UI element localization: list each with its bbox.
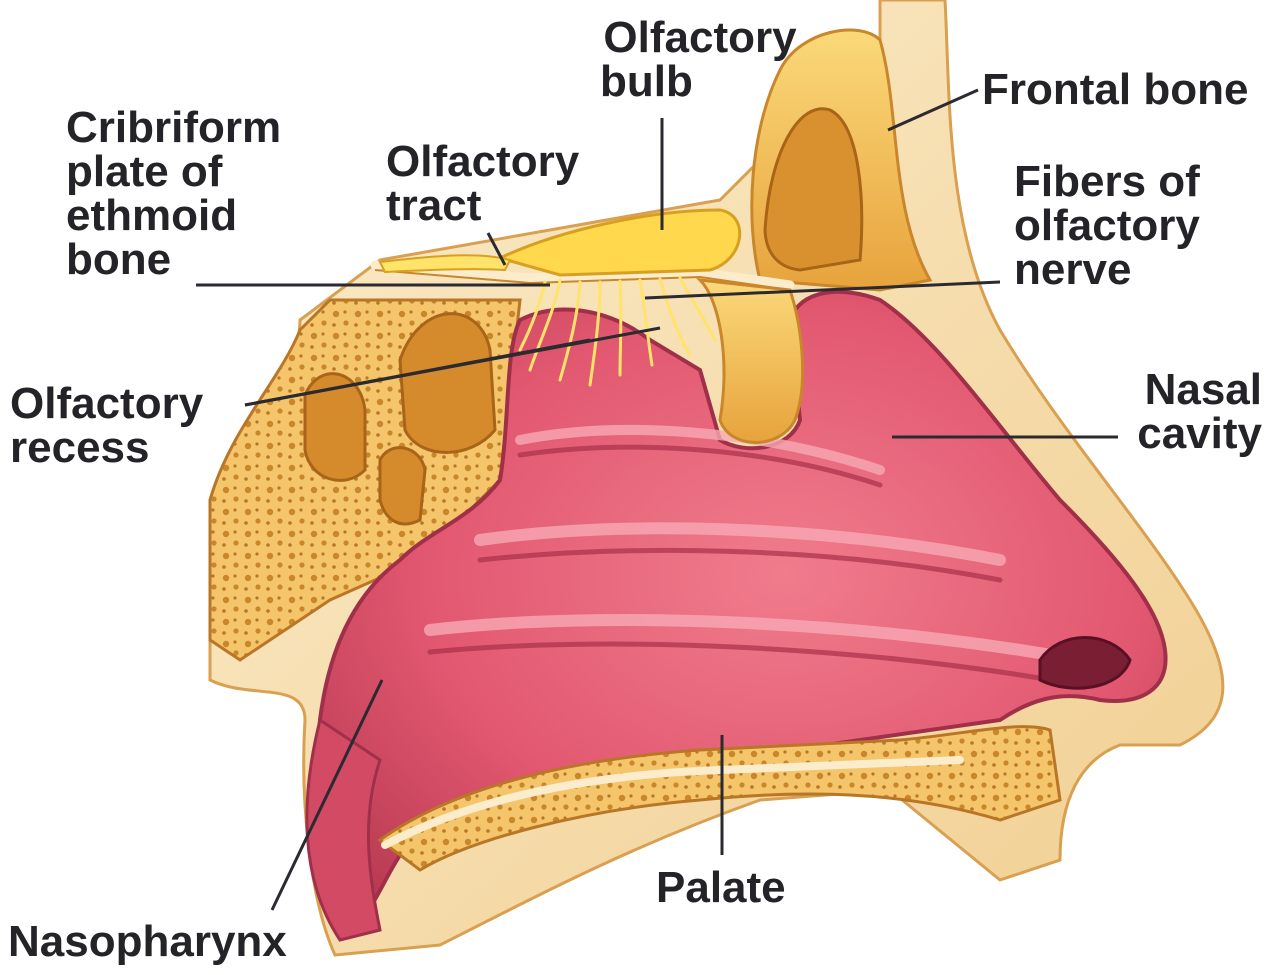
- label-olfactory-bulb-line-2: bulb: [592, 60, 808, 104]
- label-olfactory-recess: Olfactory recess: [10, 382, 203, 470]
- label-nasal-cavity-line-2: cavity: [1100, 412, 1262, 456]
- label-olfactory-recess-line-2: recess: [10, 426, 203, 470]
- label-fibers-olfactory-nerve: Fibers of olfactory nerve: [1014, 160, 1200, 292]
- label-fibers-line-1: Fibers of: [1014, 160, 1200, 204]
- label-frontal-bone-line-1: Frontal bone: [982, 68, 1248, 112]
- label-nasopharynx-line-1: Nasopharynx: [8, 920, 287, 964]
- label-frontal-bone: Frontal bone: [982, 68, 1248, 112]
- label-cribriform-line-4: bone: [66, 238, 281, 282]
- label-fibers-line-2: olfactory: [1014, 204, 1200, 248]
- ethmoid-air-cell-2: [400, 314, 495, 453]
- label-olfactory-tract-line-1: Olfactory: [386, 140, 579, 184]
- label-nasopharynx: Nasopharynx: [8, 920, 287, 964]
- label-palate: Palate: [656, 866, 786, 910]
- label-cribriform-line-2: plate of: [66, 150, 281, 194]
- label-cribriform-plate: Cribriform plate of ethmoid bone: [66, 106, 281, 282]
- label-cribriform-line-1: Cribriform: [66, 106, 281, 150]
- label-cribriform-line-3: ethmoid: [66, 194, 281, 238]
- label-olfactory-bulb-line-1: Olfactory: [592, 16, 808, 60]
- label-nasal-cavity: Nasal cavity: [1100, 368, 1262, 456]
- label-olfactory-tract-line-2: tract: [386, 184, 579, 228]
- label-olfactory-bulb: Olfactory bulb: [592, 16, 808, 104]
- label-fibers-line-3: nerve: [1014, 248, 1200, 292]
- label-palate-line-1: Palate: [656, 866, 786, 910]
- label-olfactory-recess-line-1: Olfactory: [10, 382, 203, 426]
- ethmoid-air-cell-3: [380, 448, 425, 524]
- label-olfactory-tract: Olfactory tract: [386, 140, 579, 228]
- label-nasal-cavity-line-1: Nasal: [1100, 368, 1262, 412]
